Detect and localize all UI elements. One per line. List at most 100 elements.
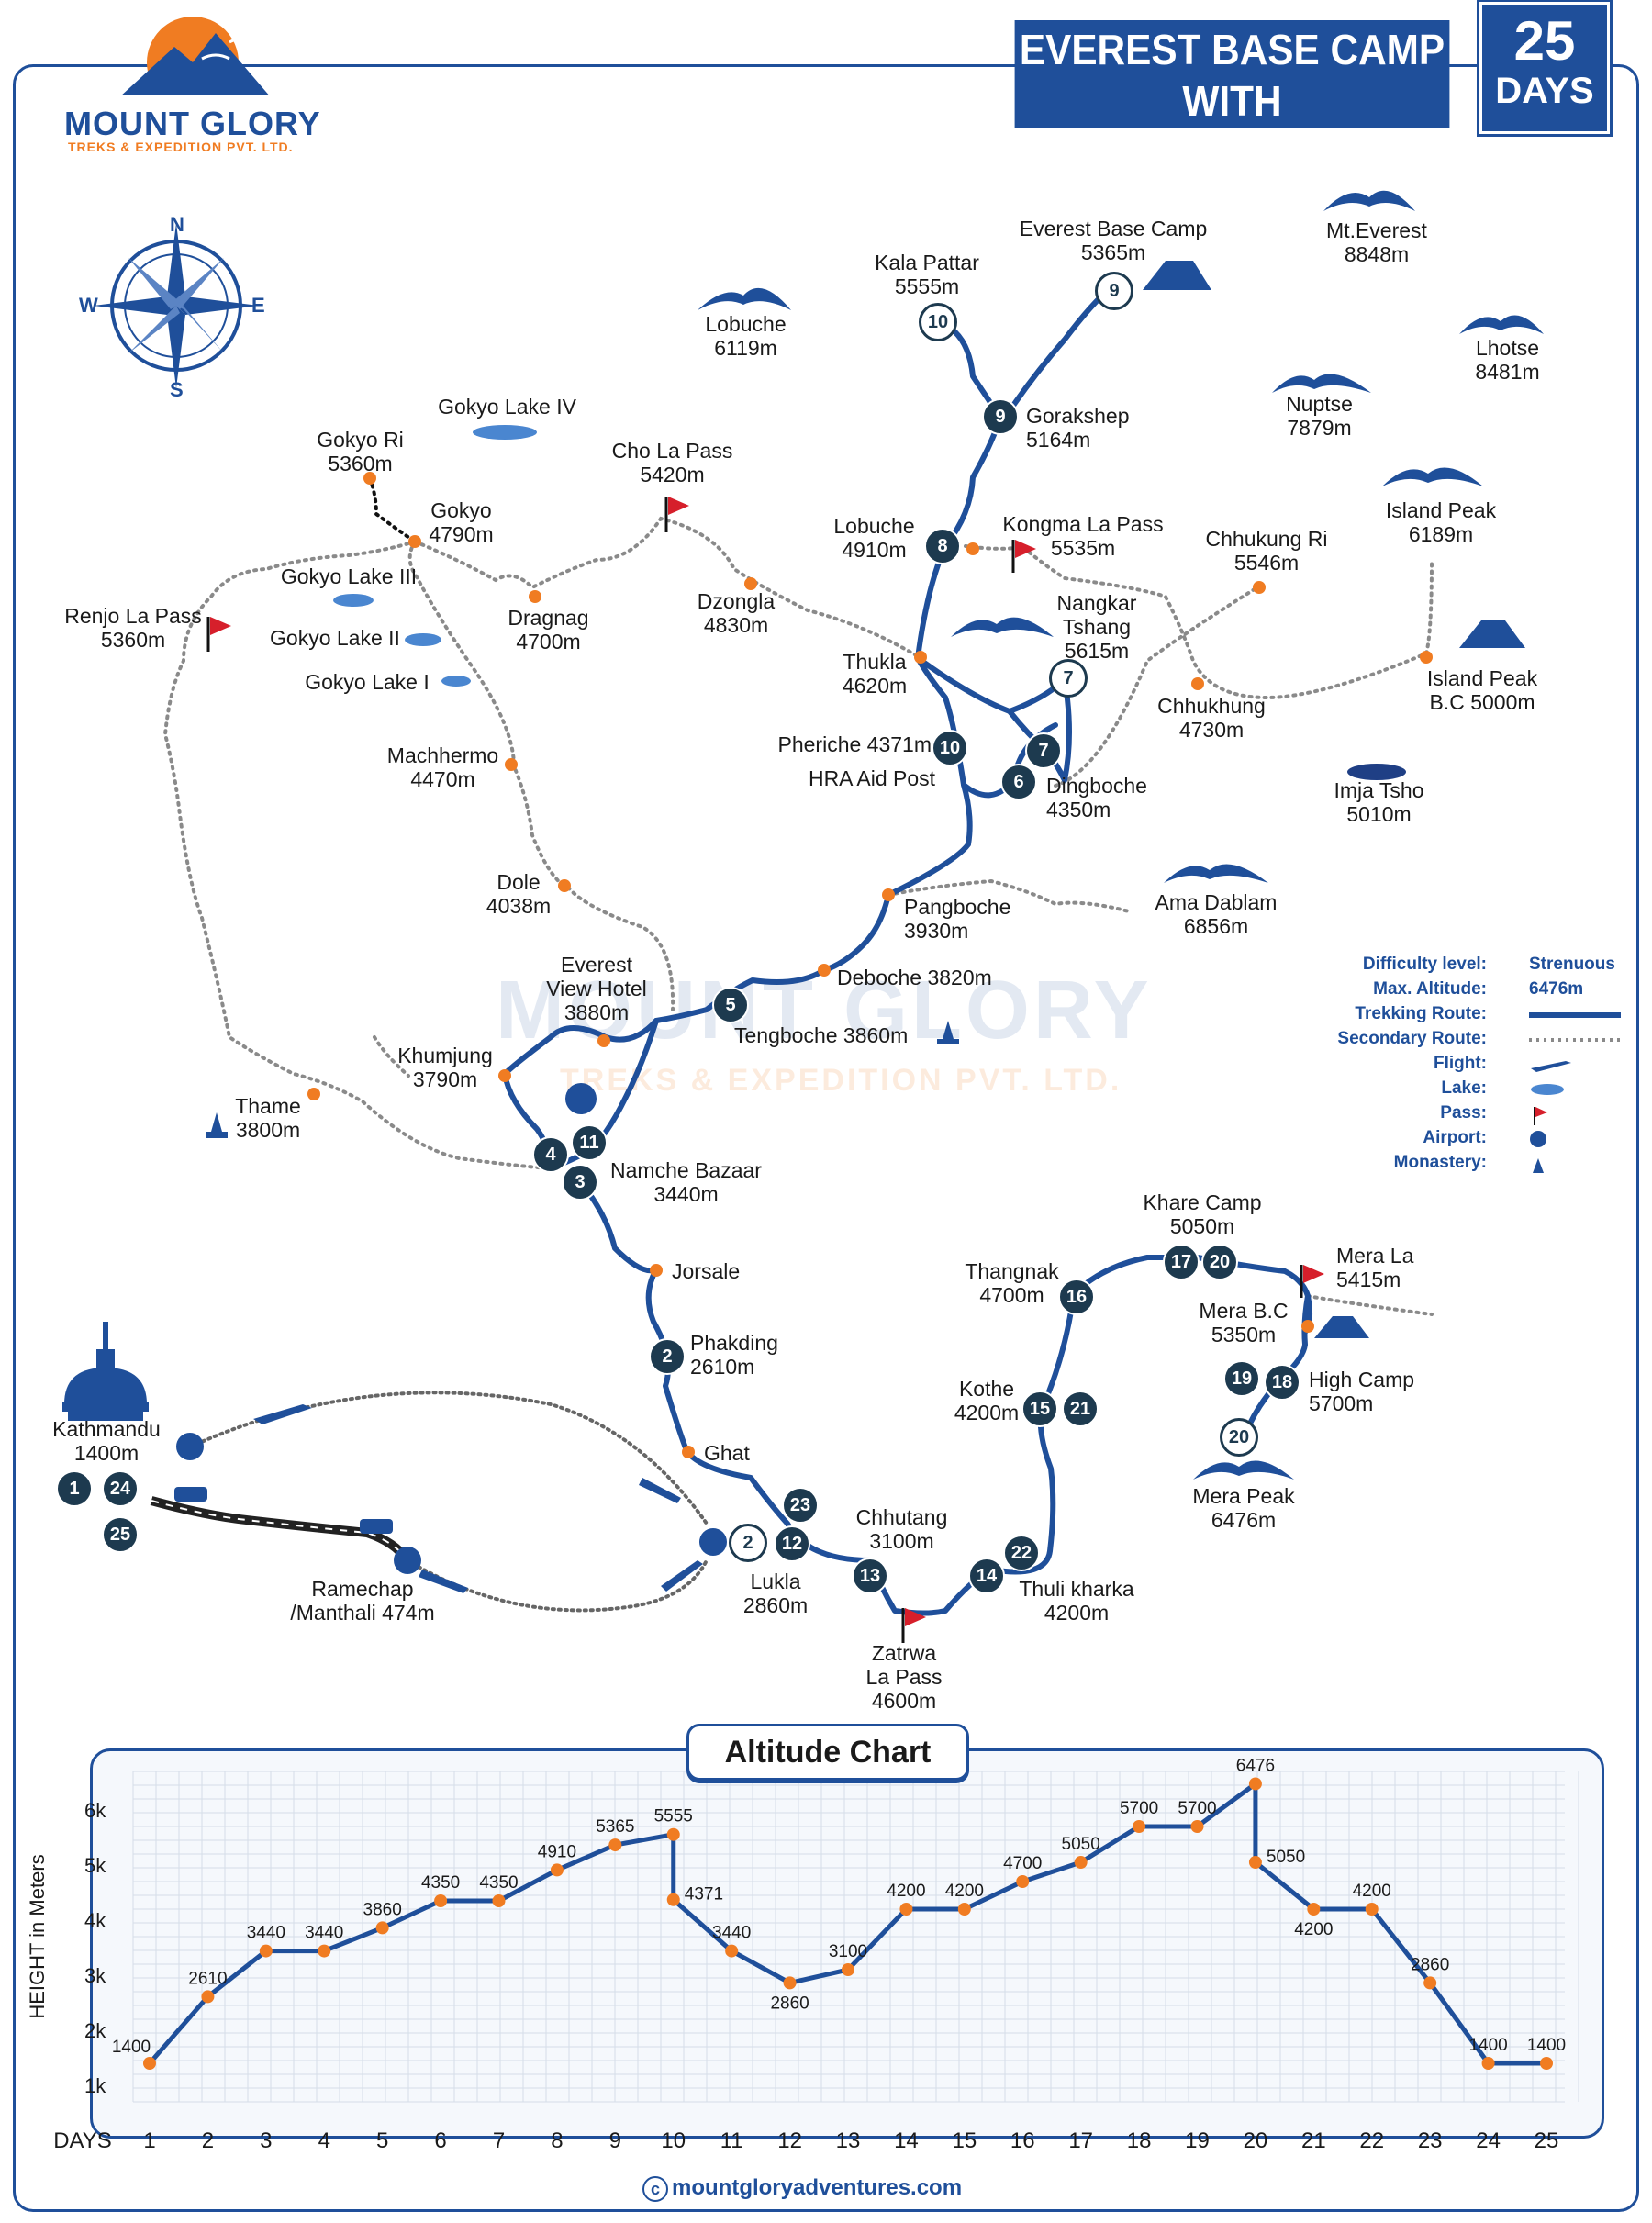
altitude-point-label: 2860 <box>770 1994 809 2013</box>
altitude-point <box>1248 1777 1262 1791</box>
altitude-point <box>1423 1976 1437 1990</box>
altitude-point-label: 3440 <box>247 1924 285 1943</box>
altitude-point-label: 4200 <box>945 1882 984 1901</box>
day-marker: 24 <box>102 1470 139 1507</box>
altitude-point <box>318 1944 331 1958</box>
altitude-point <box>783 1976 797 1990</box>
monastery-icon <box>1533 1158 1544 1173</box>
altitude-point-label: 5050 <box>1267 1848 1305 1867</box>
altitude-point <box>608 1838 622 1852</box>
x-tick-label: 24 <box>1476 2128 1501 2153</box>
airport-icon <box>176 1433 204 1460</box>
altitude-point-label: 6476 <box>1236 1756 1275 1775</box>
altitude-point <box>1248 1856 1262 1869</box>
compass-n: N <box>170 213 184 236</box>
altitude-point-label: 3860 <box>363 1900 402 1919</box>
x-tick-label: 11 <box>720 2128 743 2153</box>
day-marker: 3 <box>562 1164 598 1201</box>
altitude-point-label: 2860 <box>1411 1955 1449 1974</box>
mountain-icon <box>1459 315 1544 334</box>
altitude-point <box>1540 2057 1553 2070</box>
altitude-point <box>434 1894 448 1907</box>
route-title-line-2: MERA PEAK CLIMBING <box>1014 128 1450 176</box>
day-marker: 7 <box>1049 659 1088 698</box>
y-tick-label: 3k <box>84 1964 106 1987</box>
x-tick-label: 21 <box>1301 2128 1326 2153</box>
x-tick-label: 13 <box>836 2128 861 2153</box>
day-marker: 20 <box>1220 1418 1258 1457</box>
x-tick-label: 3 <box>260 2128 272 2153</box>
x-tick-label: 15 <box>952 2128 977 2153</box>
altitude-point-label: 5700 <box>1120 1799 1158 1818</box>
monastery-icon <box>206 1112 228 1138</box>
y-tick-label: 4k <box>84 1909 106 1932</box>
legend-airport-label: Airport: <box>1423 1128 1487 1147</box>
day-marker: 19 <box>1223 1360 1260 1397</box>
route-title: EVEREST BASE CAMP WITH MERA PEAK CLIMBIN… <box>1014 20 1450 176</box>
y-tick-label: 6k <box>84 1799 106 1822</box>
altitude-point-label: 4350 <box>479 1873 518 1893</box>
x-tick-label: 4 <box>318 2128 330 2153</box>
mountain-icon <box>698 287 791 310</box>
header-rule <box>330 64 964 67</box>
x-tick-label: 12 <box>777 2128 802 2153</box>
place-label: Jorsale <box>672 1259 741 1283</box>
lake-icons <box>333 425 1406 780</box>
compass-w: W <box>79 294 98 317</box>
secondary-routes <box>162 516 1434 1316</box>
y-tick-label: 1k <box>84 2074 106 2097</box>
airport-icon <box>699 1528 727 1556</box>
altitude-point <box>1074 1856 1088 1869</box>
x-tick-label: 5 <box>376 2128 388 2153</box>
compass-e: E <box>251 294 265 317</box>
airports <box>176 1083 727 1574</box>
pass-flag-icon <box>1300 1265 1324 1298</box>
pass-flag-icon <box>901 1608 926 1643</box>
place-label: Tengboche 3860m <box>734 1023 909 1047</box>
day-marker: 8 <box>924 528 961 564</box>
altitude-point-label: 4910 <box>538 1842 576 1861</box>
x-tick-label: 10 <box>661 2128 686 2153</box>
place-label: Ramechap/Manthali 474m <box>290 1577 435 1625</box>
day-marker: 9 <box>982 398 1019 435</box>
legend-altitude-value: 6476m <box>1529 979 1584 999</box>
altitude-point-label: 4200 <box>1294 1920 1333 1939</box>
x-tick-label: 7 <box>493 2128 505 2153</box>
jeep-icon <box>174 1487 207 1502</box>
altitude-point-label: 5050 <box>1062 1835 1100 1854</box>
y-tick-label: 5k <box>84 1854 106 1877</box>
altitude-point <box>725 1944 739 1958</box>
legend-pass-label: Pass: <box>1440 1103 1487 1123</box>
x-tick-label: 23 <box>1418 2128 1443 2153</box>
day-marker: 16 <box>1058 1279 1095 1315</box>
altitude-point <box>375 1921 389 1935</box>
altitude-point-label: 3440 <box>712 1924 751 1943</box>
altitude-point <box>1365 1903 1379 1916</box>
website-text: mountgloryadventures.com <box>672 2175 963 2200</box>
place-label: Gokyo Lake II <box>270 626 400 650</box>
x-tick-label: 16 <box>1010 2128 1035 2153</box>
legend-trekking-label: Trekking Route: <box>1355 1004 1487 1023</box>
airport-icon <box>394 1547 421 1574</box>
altitude-point-label: 3440 <box>305 1924 343 1943</box>
x-tick-label: 2 <box>202 2128 214 2153</box>
x-tick-label: 9 <box>609 2128 621 2153</box>
day-marker: 12 <box>774 1525 810 1562</box>
tent-icon <box>1314 1316 1369 1338</box>
tent-icon <box>1459 620 1525 648</box>
place-label: Gokyo Lake I <box>305 670 430 694</box>
x-tick-label: 22 <box>1359 2128 1384 2153</box>
